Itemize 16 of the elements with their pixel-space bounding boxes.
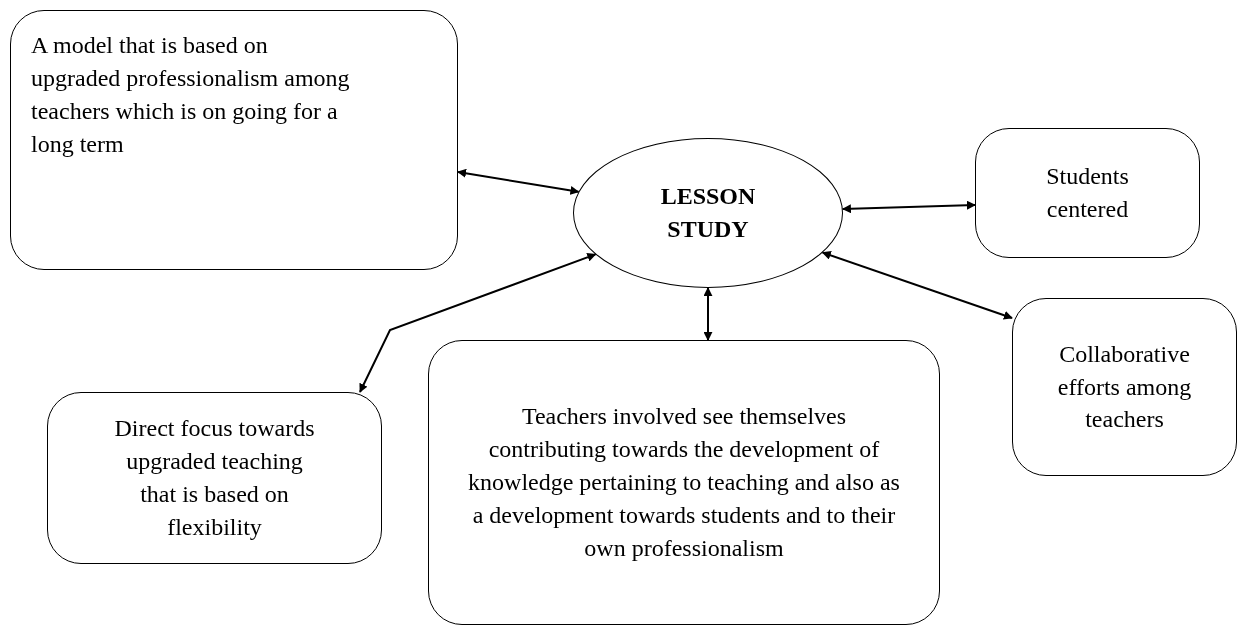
rounded-box xyxy=(1012,298,1237,476)
rounded-box xyxy=(428,340,940,625)
double-arrow xyxy=(359,253,597,393)
rounded-box xyxy=(47,392,382,564)
rounded-box xyxy=(10,10,458,270)
double-arrow xyxy=(703,287,713,341)
box-text: Students centered xyxy=(1045,162,1130,224)
double-arrow xyxy=(841,200,976,214)
rounded-box xyxy=(975,128,1200,258)
box-text: Collaborative efforts among teachers xyxy=(1056,339,1193,435)
title-text: LESSON STUDY xyxy=(659,182,757,244)
double-arrow xyxy=(457,168,580,195)
box-text: Direct focus towards upgraded teaching that is based on flexibility xyxy=(113,414,316,542)
box-text: Teachers involved see themselves contributing towards the development of knowledge pertaining to teaching and also as a development towards students and to their own professionalism xyxy=(467,402,901,563)
double-arrow xyxy=(821,251,1013,320)
box-text: A model that is based on upgraded professionalism among teachers which is on going for a long term xyxy=(31,31,351,159)
